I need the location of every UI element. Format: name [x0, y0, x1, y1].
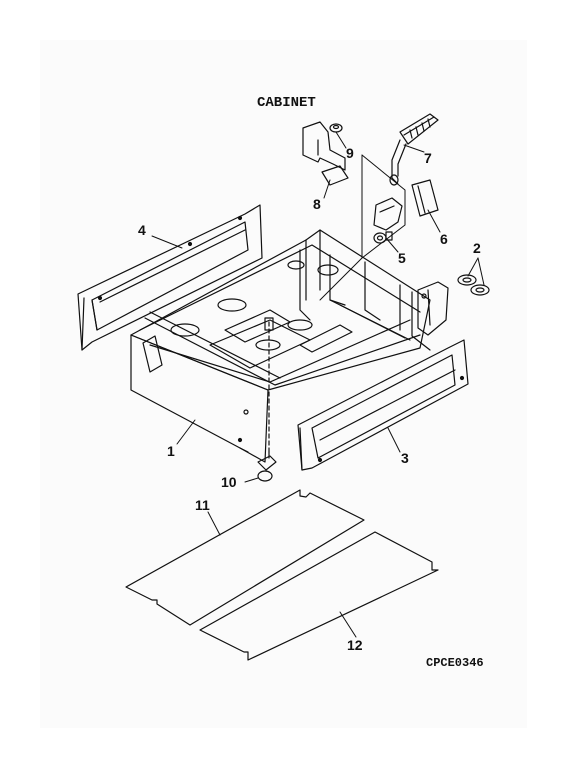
right-bracket: [417, 281, 449, 336]
drawing-frame: [40, 40, 527, 728]
part-8-bracket: [302, 121, 349, 186]
part-3-panel: [297, 339, 469, 471]
part-10-fastener: [257, 317, 277, 482]
part-6-plate: [411, 179, 439, 217]
callout-9: 9: [346, 145, 354, 161]
callout-3: 3: [401, 450, 409, 466]
drawing-code: CPCE0346: [426, 656, 484, 670]
callout-12: 12: [347, 637, 363, 653]
part-12-sheet: [199, 531, 439, 661]
diagram-title: CABINET: [257, 95, 316, 111]
callout-4: 4: [138, 222, 146, 238]
callout-10: 10: [221, 474, 237, 490]
part-4-panel: [77, 204, 263, 351]
part-1-cabinet: [130, 229, 431, 463]
callout-1: 1: [167, 443, 175, 459]
callout-7: 7: [424, 150, 432, 166]
part-9-nut: [329, 123, 343, 133]
callout-11: 11: [195, 497, 210, 513]
part-2-washers: [457, 274, 490, 296]
callout-6: 6: [440, 231, 448, 247]
callout-8: 8: [313, 196, 321, 212]
part-11-sheet: [125, 489, 365, 626]
part-7-handle: [389, 113, 439, 186]
part-5-lock: [373, 197, 403, 244]
callout-2: 2: [473, 240, 481, 256]
callout-5: 5: [398, 250, 406, 266]
leader-lines: [151, 131, 485, 638]
